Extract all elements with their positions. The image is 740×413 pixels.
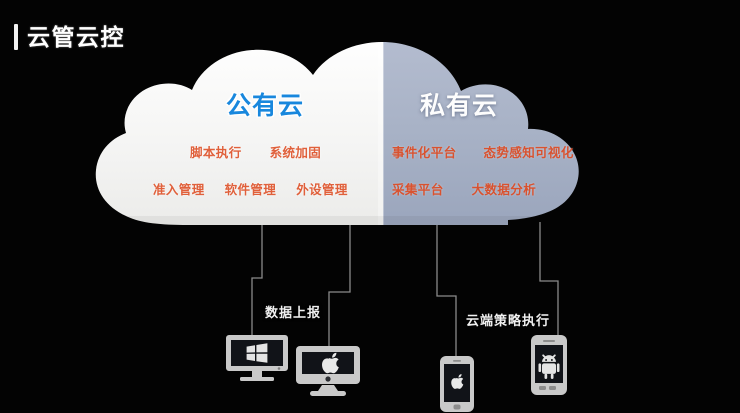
public-cloud-item: 脚本执行	[190, 146, 242, 160]
private-cloud-heading: 私有云	[420, 92, 499, 120]
phone-menu-button	[539, 386, 546, 390]
connector-path-3	[436, 222, 457, 362]
public-cloud-item-row-1: 脚本执行 系统加固	[190, 142, 321, 161]
private-cloud-item-row-1: 事件化平台 态势感知可视化	[392, 142, 574, 161]
connector-path-2	[328, 222, 351, 352]
windows-logo-icon	[246, 343, 268, 363]
public-cloud-item: 外设管理	[296, 183, 348, 197]
page-title-text: 云管云控	[27, 24, 125, 50]
monitor-screen	[231, 340, 283, 366]
apple-logo-icon	[322, 352, 339, 374]
phone-back-button	[549, 386, 556, 390]
public-cloud-half	[95, 42, 383, 225]
device-windows-desktop	[226, 333, 288, 390]
page-title: 云管云控	[14, 24, 125, 50]
public-cloud-item-row-2: 准入管理 软件管理 外设管理	[153, 179, 348, 198]
cloud-shape	[0, 30, 740, 230]
monitor-power-led	[277, 367, 281, 370]
cloud-divider	[378, 42, 384, 225]
monitor-neck	[252, 371, 262, 377]
monitor-home-dot	[325, 376, 331, 382]
monitor-base	[240, 377, 274, 381]
monitor-base	[310, 391, 346, 396]
device-mac-desktop	[296, 344, 360, 405]
private-cloud-item: 态势感知可视化	[483, 146, 574, 160]
connector-label-cloud-policy: 云端策略执行	[466, 313, 551, 328]
phone-speaker	[543, 340, 555, 342]
apple-logo-icon	[451, 374, 464, 389]
public-cloud-item: 系统加固	[269, 146, 322, 160]
connector-path-4	[539, 222, 559, 342]
monitor-neck	[318, 385, 338, 391]
phone-home-button	[453, 404, 461, 410]
device-iphone	[437, 355, 477, 413]
monitor-bezel	[226, 335, 288, 371]
connector-label-data-upload: 数据上报	[265, 305, 322, 320]
private-cloud-half	[383, 42, 579, 225]
private-cloud-item: 大数据分析	[471, 183, 537, 197]
title-accent-bar	[14, 24, 18, 50]
public-cloud-heading: 公有云	[226, 92, 305, 120]
phone-speaker	[453, 360, 461, 362]
public-cloud-item: 准入管理	[153, 183, 205, 197]
private-cloud-item: 采集平台	[392, 183, 444, 197]
private-cloud-item-row-2: 采集平台 大数据分析	[392, 179, 536, 198]
private-cloud-item: 事件化平台	[392, 146, 457, 160]
device-android-phone	[528, 334, 570, 401]
connector-path-1	[251, 222, 263, 345]
public-cloud-item: 软件管理	[224, 183, 277, 197]
android-robot-icon	[538, 354, 560, 379]
